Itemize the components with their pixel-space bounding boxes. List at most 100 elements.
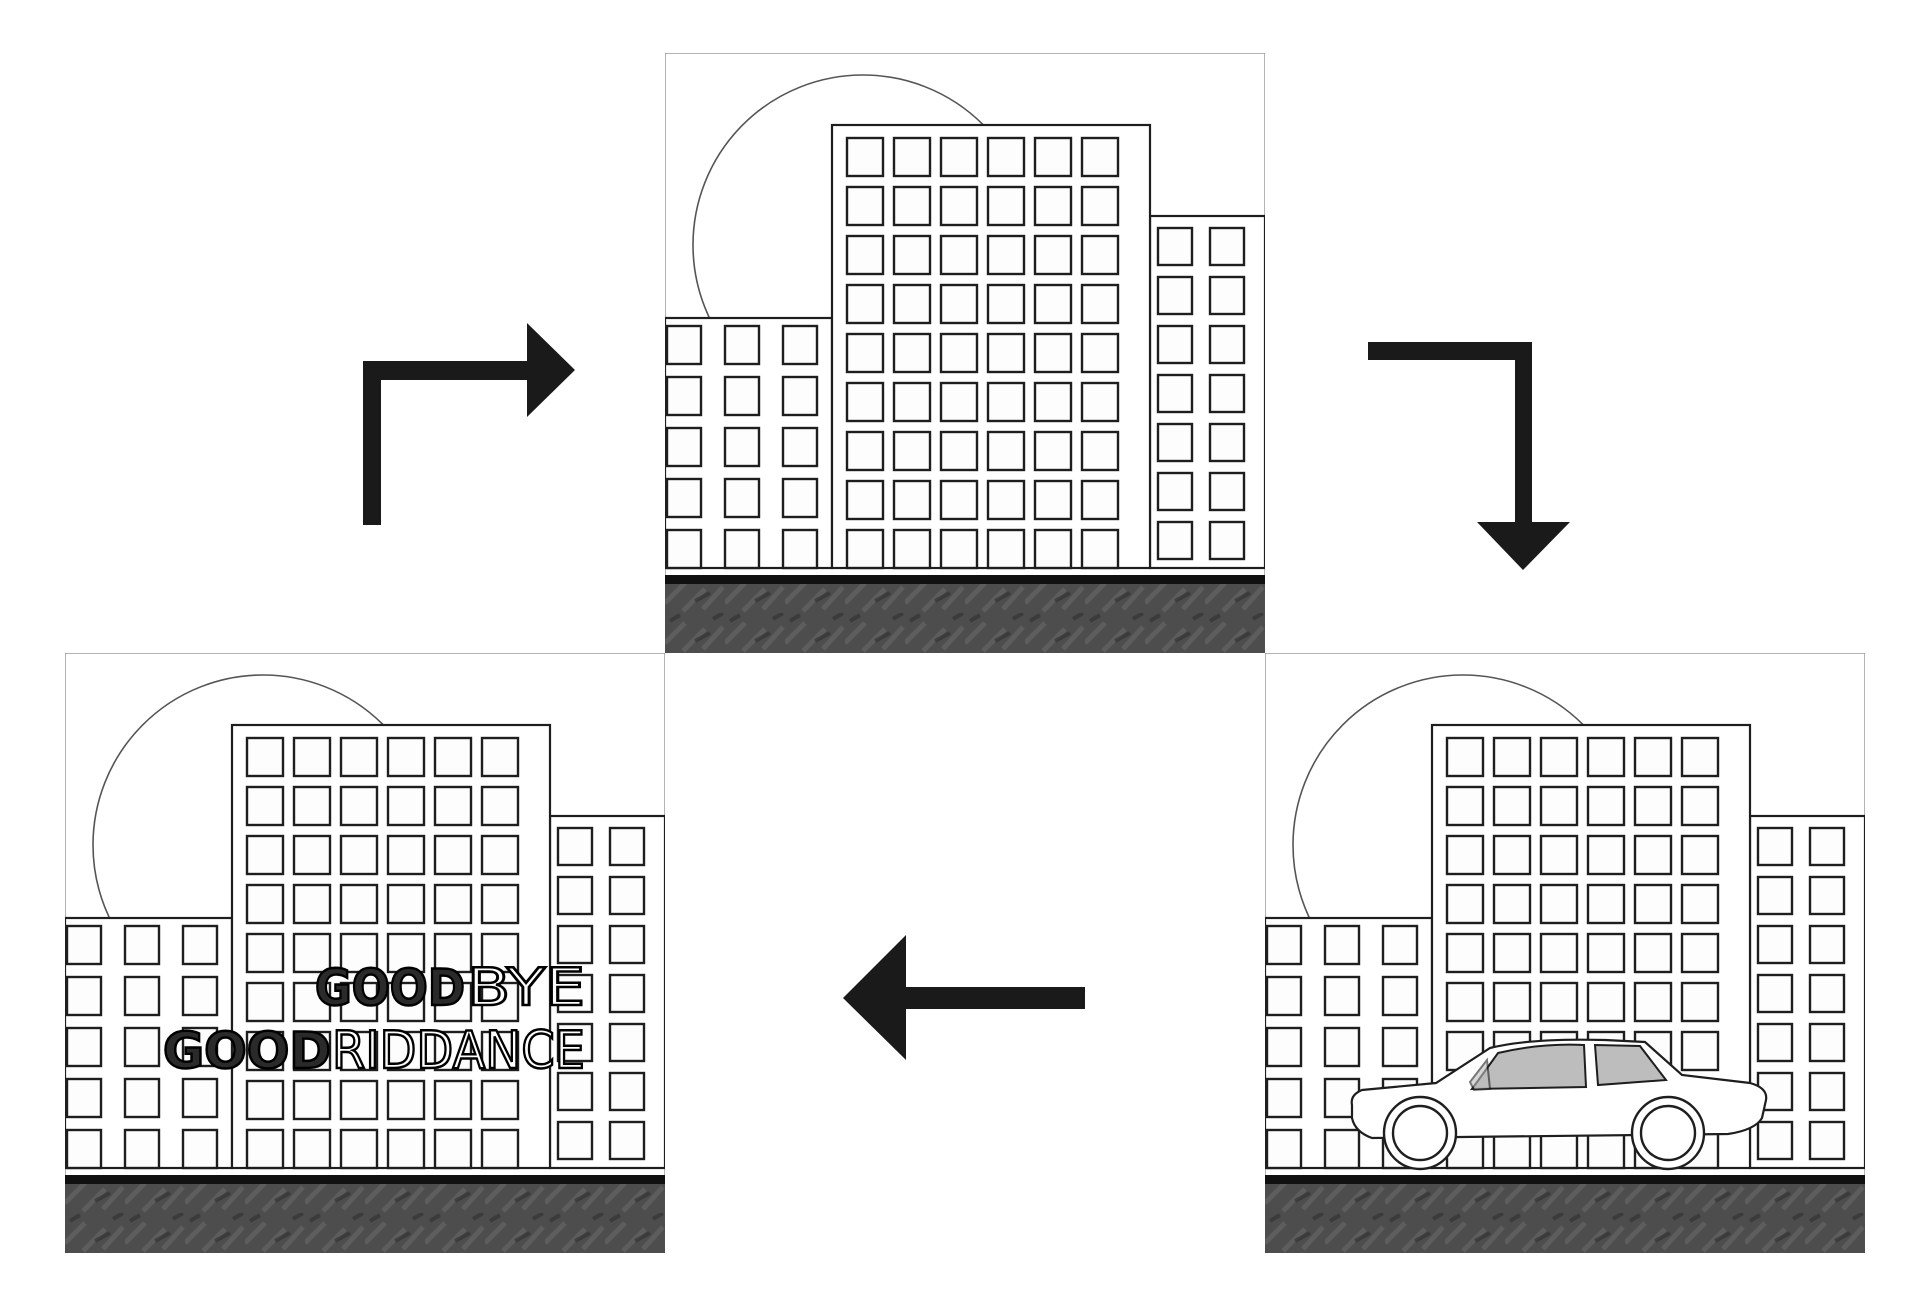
window — [386, 785, 426, 827]
window — [986, 332, 1026, 374]
window — [665, 426, 703, 468]
window — [1445, 736, 1485, 778]
window — [1633, 932, 1673, 974]
window — [781, 477, 819, 519]
window — [1156, 226, 1194, 267]
window — [986, 479, 1026, 521]
window — [608, 826, 646, 867]
window — [986, 185, 1026, 227]
window — [386, 981, 426, 1023]
window — [1033, 283, 1073, 325]
window — [939, 283, 979, 325]
window — [1033, 136, 1073, 178]
window — [480, 1128, 520, 1170]
window — [1381, 975, 1419, 1017]
window — [1680, 981, 1720, 1023]
window — [781, 426, 819, 468]
window — [986, 528, 1026, 570]
window — [1808, 1120, 1846, 1161]
window — [292, 834, 332, 876]
window — [1208, 324, 1246, 365]
window — [386, 1079, 426, 1121]
graffiti-line1-dark: GOOD — [315, 959, 465, 1017]
window — [1156, 373, 1194, 414]
window — [1586, 785, 1626, 827]
window — [292, 785, 332, 827]
window — [339, 785, 379, 827]
window — [292, 1128, 332, 1170]
window — [1680, 932, 1720, 974]
window — [1080, 283, 1120, 325]
window — [1033, 430, 1073, 472]
window — [892, 528, 932, 570]
window — [181, 1077, 219, 1119]
window — [292, 932, 332, 974]
window — [292, 883, 332, 925]
window — [433, 981, 473, 1023]
window — [1539, 736, 1579, 778]
window — [386, 834, 426, 876]
window — [65, 1077, 103, 1119]
window — [245, 736, 285, 778]
window — [480, 834, 520, 876]
window — [665, 324, 703, 366]
window — [1756, 1022, 1794, 1063]
window — [608, 1022, 646, 1063]
window — [1756, 973, 1794, 1014]
window — [433, 1128, 473, 1170]
window — [1492, 981, 1532, 1023]
window — [1633, 785, 1673, 827]
window — [1756, 826, 1794, 867]
window — [1323, 975, 1361, 1017]
window — [845, 283, 885, 325]
window — [386, 932, 426, 974]
window — [1539, 981, 1579, 1023]
window — [1492, 834, 1532, 876]
window — [1808, 1071, 1846, 1112]
window — [556, 826, 594, 867]
window — [723, 477, 761, 519]
window — [845, 430, 885, 472]
window — [1808, 826, 1846, 867]
window — [123, 924, 161, 966]
graffiti-line2-light: RIDDANCE — [332, 1021, 585, 1081]
window — [1586, 883, 1626, 925]
window — [1633, 736, 1673, 778]
window — [339, 1030, 379, 1072]
window — [1445, 981, 1485, 1023]
window — [1265, 1128, 1303, 1170]
window — [1680, 736, 1720, 778]
window — [723, 426, 761, 468]
window — [1033, 234, 1073, 276]
window — [939, 185, 979, 227]
window — [292, 1079, 332, 1121]
window — [123, 1077, 161, 1119]
window — [433, 785, 473, 827]
window — [1445, 883, 1485, 925]
window — [1756, 1120, 1794, 1161]
window — [480, 785, 520, 827]
panel-bottom-left: GOOD BYE GOOD RIDDANCE — [65, 653, 665, 1253]
window — [1033, 528, 1073, 570]
window — [781, 324, 819, 366]
window — [1586, 981, 1626, 1023]
window — [339, 834, 379, 876]
window — [1492, 883, 1532, 925]
bent-arrow-right-down-icon — [1368, 342, 1570, 570]
window — [1680, 834, 1720, 876]
window — [386, 736, 426, 778]
graffiti-line2-dark: GOOD — [163, 1022, 331, 1080]
window — [245, 981, 285, 1023]
window — [245, 883, 285, 925]
window — [723, 375, 761, 417]
window — [123, 1026, 161, 1068]
window — [245, 1030, 285, 1072]
window — [1381, 924, 1419, 966]
window — [1033, 381, 1073, 423]
window — [986, 430, 1026, 472]
car — [1350, 1038, 1768, 1171]
window — [1539, 785, 1579, 827]
window — [1808, 1022, 1846, 1063]
window — [1445, 785, 1485, 827]
window — [386, 883, 426, 925]
